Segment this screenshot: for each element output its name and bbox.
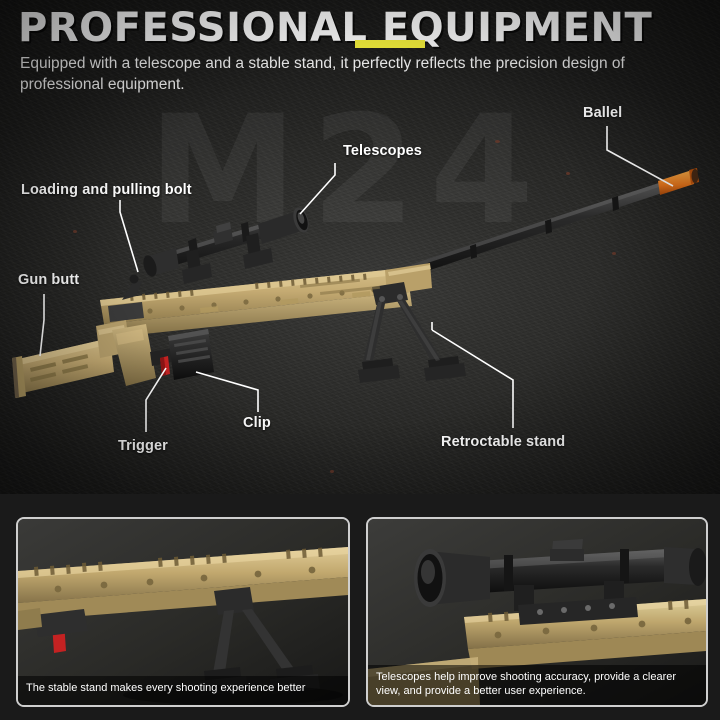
callout-telescopes: Telescopes	[343, 143, 422, 159]
feature-card-stable-stand: The stable stand makes every shooting ex…	[16, 517, 350, 707]
page-title: PROFESSIONAL EQUIPMENT	[18, 5, 653, 51]
callout-gun-butt: Gun butt	[18, 272, 80, 288]
card-b-caption: Telescopes help improve shooting accurac…	[368, 664, 706, 705]
card-a-image	[18, 519, 348, 705]
card-a-caption: The stable stand makes every shooting ex…	[18, 676, 348, 705]
page-subtitle: Equipped with a telescope and a stable s…	[20, 55, 625, 94]
title-underline-accent	[355, 40, 425, 48]
callout-retroctable-stand: Retroctable stand	[441, 434, 566, 450]
callout-trigger: Trigger	[118, 438, 168, 454]
callout-loading-and-pulling-bolt: Loading and pulling bolt	[21, 182, 192, 198]
callout-ballel: Ballel	[583, 105, 623, 121]
feature-card-telescope: Telescopes help improve shooting accurac…	[366, 517, 708, 707]
callout-clip: Clip	[243, 415, 271, 431]
hero-section: M24	[0, 0, 720, 494]
